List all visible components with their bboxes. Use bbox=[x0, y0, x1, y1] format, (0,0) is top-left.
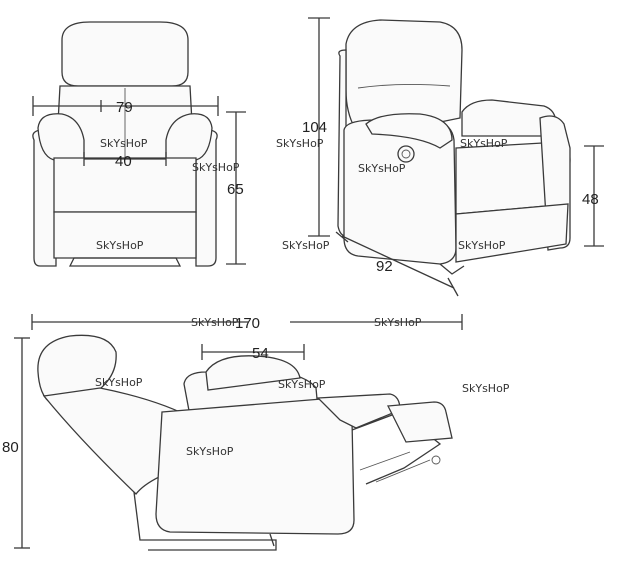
front-width-dimension: 79 bbox=[32, 96, 219, 116]
front-width-label: 79 bbox=[116, 99, 133, 116]
watermark: SkYsHoP bbox=[278, 378, 326, 391]
reclined-footrest-dimension: 54 bbox=[201, 344, 305, 362]
watermark: SkYsHoP bbox=[462, 382, 510, 395]
reclined-length-label: 170 bbox=[235, 315, 260, 332]
watermark: SkYsHoP bbox=[282, 239, 330, 252]
side-seat-height-label: 48 bbox=[582, 191, 599, 208]
front-arm-height-label: 65 bbox=[227, 181, 244, 198]
side-depth-label: 92 bbox=[376, 258, 393, 275]
front-seat-width-label: 40 bbox=[115, 153, 132, 170]
front-arm-height-dimension: 65 bbox=[226, 111, 246, 265]
watermark: SkYsHoP bbox=[186, 445, 234, 458]
watermark: SkYsHoP bbox=[192, 161, 240, 174]
side-height-label: 104 bbox=[302, 119, 327, 136]
side-depth-dimension: 92 bbox=[335, 231, 459, 297]
front-view-chair bbox=[32, 21, 218, 267]
watermark: SkYsHoP bbox=[276, 137, 324, 150]
watermarks: SkYsHoP SkYsHoP SkYsHoP SkYsHoP SkYsHoP … bbox=[95, 137, 510, 458]
side-view-chair bbox=[337, 19, 571, 275]
watermark: SkYsHoP bbox=[374, 316, 422, 329]
reclined-height-label: 80 bbox=[2, 439, 19, 456]
front-seat-width-dimension: 40 bbox=[83, 152, 167, 170]
reclined-chair bbox=[37, 334, 453, 551]
reclined-footrest-label: 54 bbox=[252, 345, 269, 362]
watermark: SkYsHoP bbox=[458, 239, 506, 252]
watermark: SkYsHoP bbox=[191, 316, 239, 329]
reclined-height-dimension: 80 bbox=[2, 337, 30, 549]
side-seat-height-dimension: 48 bbox=[582, 145, 604, 247]
watermark: SkYsHoP bbox=[95, 376, 143, 389]
watermark: SkYsHoP bbox=[96, 239, 144, 252]
watermark: SkYsHoP bbox=[100, 137, 148, 150]
watermark: SkYsHoP bbox=[460, 137, 508, 150]
watermark: SkYsHoP bbox=[358, 162, 406, 175]
side-height-dimension: 104 bbox=[302, 17, 330, 237]
reclined-length-dimension: 170 bbox=[31, 314, 463, 332]
